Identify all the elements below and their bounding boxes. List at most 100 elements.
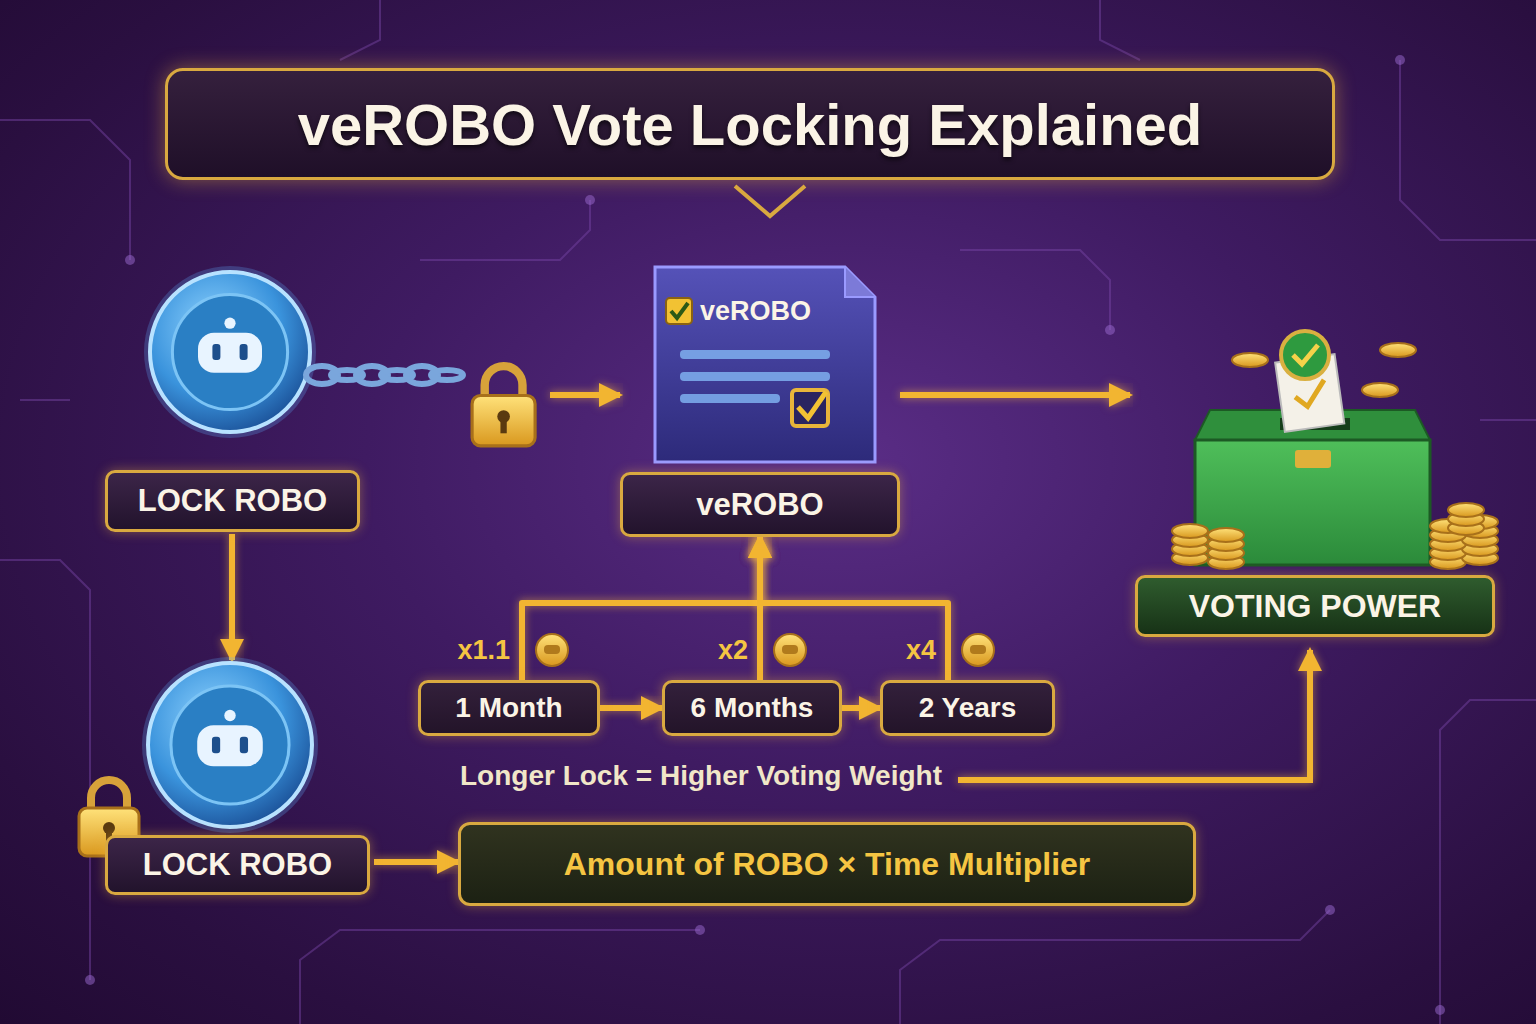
decor-shape [585,195,595,205]
gold-coin [1380,343,1416,357]
decor-shape [85,975,95,985]
decor-shape [197,725,263,766]
node-label: VOTING POWER [1189,588,1441,625]
label-box: LOCK ROBO [105,835,370,895]
node-label: 2 Years [919,692,1017,724]
formula-box: Amount of ROBO × Time Multiplier [458,822,1196,906]
decor-shape [300,930,700,1024]
gold-coin [1448,503,1484,517]
verobo-token: veROBOveROBO [620,262,900,537]
gold-coin [1362,383,1398,397]
title: veROBO Vote Locking Explained [298,91,1203,158]
decor-shape [224,318,235,329]
decor-shape [1208,528,1244,542]
title-banner: veROBO Vote Locking Explained [165,68,1335,180]
flow-arrow [600,705,662,711]
decor-shape [1293,345,1318,364]
check-mark [671,303,688,318]
node-label: 6 Months [691,692,814,724]
decor-shape [20,399,70,401]
flow-arrow [522,537,760,680]
decor-shape [142,657,318,833]
decor-shape [420,200,590,260]
decor-shape [544,645,560,654]
node-label: LOCK ROBO [143,847,332,883]
lock-step: LOCK ROBO [72,660,374,900]
decor-shape [500,419,506,434]
decor-shape [224,710,235,721]
banner-pointer [735,186,805,216]
decor-shape [125,255,135,265]
decor-shape [1295,450,1331,468]
decor-shape [340,0,380,60]
flow-arrow [842,705,880,711]
decor-shape [1400,60,1536,240]
decor-shape [536,634,568,666]
flow-arrow [550,392,620,398]
multiplier-coin [536,634,568,666]
decor-shape [962,634,994,666]
decor-shape [212,737,220,753]
decor-shape [695,925,705,935]
document-shape [655,267,875,462]
ballot-box [1195,331,1430,565]
decor-shape [150,272,310,432]
chain-link [431,370,463,380]
decor-shape [1440,700,1536,1024]
multiplier-label: x4 [906,635,936,666]
decor-shape [91,780,127,810]
robo-coin [144,266,316,438]
node-label: veROBO [696,487,823,523]
check-icon [666,298,692,324]
checkbox [792,390,828,426]
multiplier-label: x1.1 [457,635,510,666]
decor-shape [198,333,262,373]
duration-box: 6 Months [662,680,842,736]
label-box: LOCK ROBO [105,470,360,532]
duration-box: 1 Month [418,680,600,736]
decor-shape [1325,905,1335,915]
decor-shape [172,294,287,409]
decor-shape [680,372,830,381]
decor-shape [774,634,806,666]
decor-shape [148,663,312,827]
duration-box: 2 Years [880,680,1055,736]
robo-coin [142,657,318,833]
decor-shape [1480,419,1536,421]
multiplier-coin [962,634,994,666]
decor-shape [1293,380,1327,408]
check-mark [798,392,826,418]
label-box: VOTING POWER [1135,575,1495,637]
decor-shape [1380,343,1416,357]
decor-shape [212,344,220,360]
doc-fold [845,267,875,297]
decor-shape [1195,440,1430,565]
decor-shape [1232,353,1268,367]
padlock [472,366,535,446]
decor-shape [1100,0,1140,60]
multiplier-label: x2 [718,635,748,666]
voting-power: VOTING POWER [1130,300,1500,640]
decor-shape [485,366,523,398]
decor-shape [1105,325,1115,335]
flow-arrow [760,537,948,680]
node-label: LOCK ROBO [138,483,327,519]
decor-shape [1448,503,1484,517]
decor-shape [472,396,535,446]
decor-shape [144,266,316,438]
gold-coin [1232,353,1268,367]
decor-shape [0,120,130,260]
decor-shape [960,250,1110,330]
decor-shape [782,645,798,654]
gold-coin [1172,524,1208,538]
decor-shape [1281,331,1329,379]
decor-shape [970,645,986,654]
decor-shape [240,737,248,753]
circuit-dots [85,55,1445,1015]
label-box: veROBO [620,472,900,537]
note-text: Longer Lock = Higher Voting Weight [460,760,942,792]
flow-arrow [229,534,235,660]
lock-step: LOCK ROBO [100,282,550,534]
